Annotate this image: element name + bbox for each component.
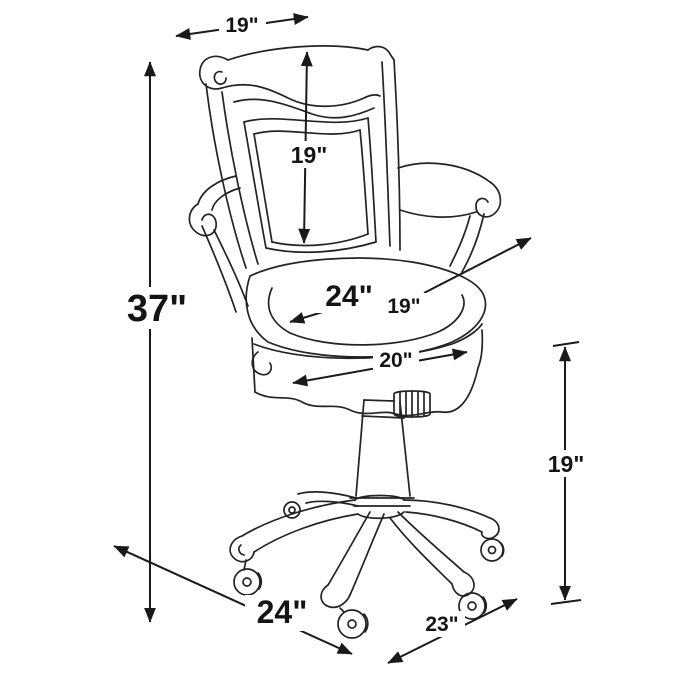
dim-label-base-width: 24" [257, 594, 308, 630]
dim-label-seat-depth: 19" [387, 295, 420, 318]
dim-tick-seat-height-top [552, 341, 580, 347]
mask-backrest-height [285, 141, 334, 168]
chair-armrest-right [397, 162, 502, 273]
mask-seat-front-width [373, 347, 419, 373]
mask-overall-height [119, 287, 195, 329]
dim-tick-seat-height-bottom [550, 599, 582, 605]
mask-seat-width [311, 280, 387, 313]
dim-label-overall-height: 37" [127, 288, 187, 330]
dimension-labels: 19" 19" 37" 24" 19" 20" 19" 24" 23" [127, 14, 584, 636]
dim-arrow-base-width [113, 545, 353, 655]
mask-seat-depth [381, 293, 427, 319]
dim-label-seat-height: 19" [548, 451, 585, 477]
dim-label-seat-front-width: 20" [379, 349, 412, 372]
mask-base-depth [419, 611, 465, 637]
chair-line-art [188, 45, 505, 639]
dim-label-base-depth: 23" [425, 613, 458, 636]
dim-label-backrest-height: 19" [291, 142, 328, 168]
dimension-arrows [113, 13, 582, 664]
chair-pedestal [349, 390, 431, 507]
mask-back-top-width [219, 12, 266, 39]
dim-label-seat-width: 24" [325, 280, 373, 313]
label-masks [119, 12, 591, 637]
dim-label-back-top-width: 19" [225, 14, 258, 37]
dim-arrow-seat-depth [423, 237, 532, 294]
mask-base-width [245, 595, 319, 631]
mask-seat-height [542, 450, 591, 477]
